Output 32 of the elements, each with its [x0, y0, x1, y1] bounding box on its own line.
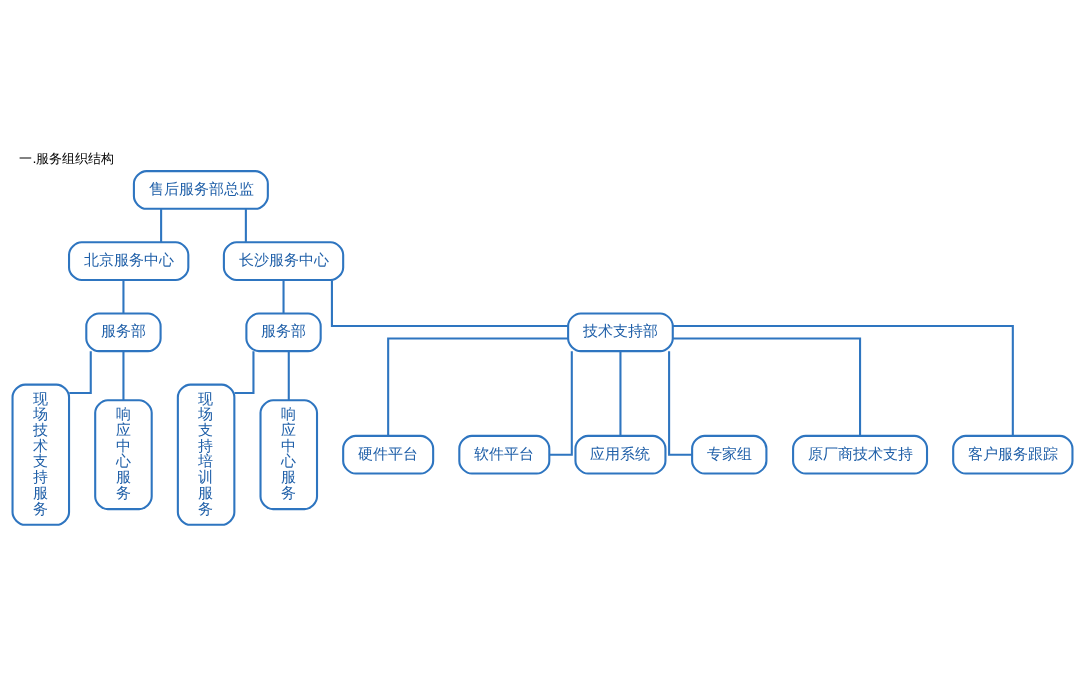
node-box: 响应中心服务 — [259, 398, 319, 510]
connector — [69, 350, 92, 394]
connector — [160, 208, 163, 242]
connector — [549, 350, 573, 456]
node-box: 客户服务跟踪 — [952, 434, 1074, 475]
connector — [672, 324, 1014, 436]
connector — [673, 337, 862, 436]
node-box: 软件平台 — [458, 434, 551, 475]
node-box: 现场技术支持服务 — [11, 383, 71, 526]
node-box: 北京服务中心 — [68, 240, 190, 281]
connector — [619, 350, 622, 436]
diagram-title: 一.服务组织结构 — [19, 150, 115, 166]
node-box: 现场支持培训服务 — [176, 383, 236, 526]
node-box: 专家组 — [691, 434, 768, 475]
node-box: 服务部 — [85, 311, 162, 352]
connector — [122, 279, 125, 313]
node-box: 服务部 — [245, 311, 322, 352]
connector — [330, 279, 568, 327]
node-box: 应用系统 — [574, 434, 667, 475]
node-box: 硬件平台 — [342, 434, 435, 475]
connector — [122, 350, 125, 400]
node-box: 售后服务部总监 — [132, 169, 269, 210]
connector — [668, 350, 692, 456]
node-box: 响应中心服务 — [94, 398, 153, 510]
connector — [244, 208, 247, 242]
node-box: 长沙服务中心 — [222, 240, 345, 281]
node-box: 技术支持部 — [567, 311, 674, 352]
connector — [387, 337, 569, 436]
node-box: 原厂商技术支持 — [792, 434, 929, 475]
connector — [287, 350, 290, 400]
connector — [282, 279, 285, 313]
connector — [234, 350, 255, 394]
